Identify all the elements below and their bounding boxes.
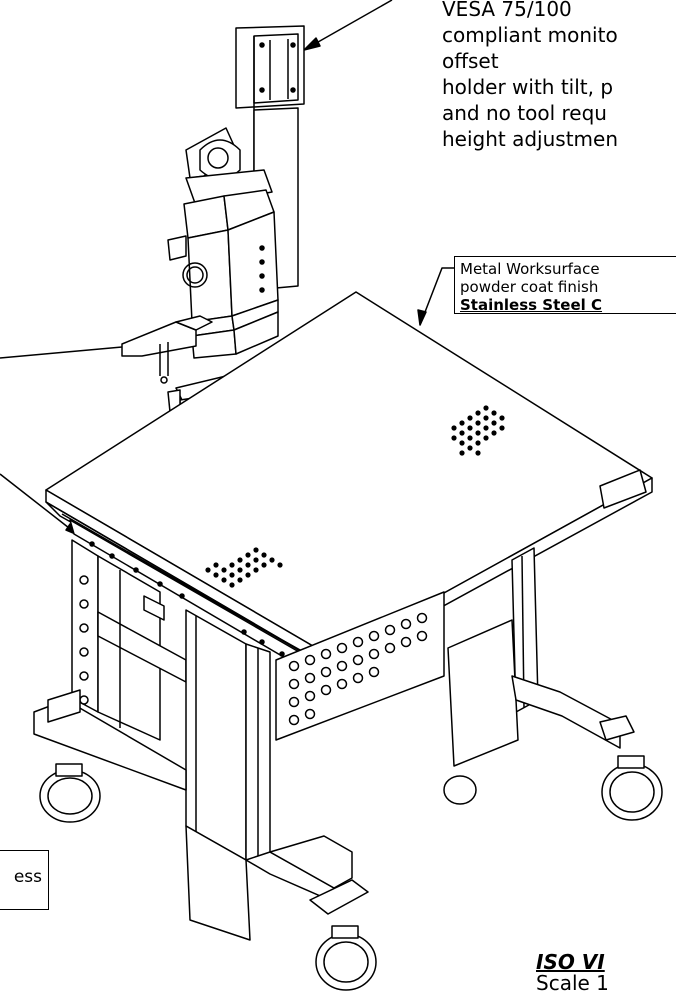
- worksurface: [45, 291, 653, 669]
- callout-worksurface-line-2: powder coat finish: [460, 278, 599, 296]
- leader-left-tray: [0, 346, 123, 359]
- caster-right: [601, 755, 663, 821]
- caster-rear: [443, 775, 477, 805]
- left-leg: [71, 539, 187, 741]
- tilt-bracket: [185, 127, 273, 207]
- modesty-panel: [275, 591, 445, 741]
- leader-monitor-arrow: [303, 37, 321, 51]
- callout-monitor-line-4: holder with tilt, p: [442, 75, 614, 99]
- callout-worksurface: Metal Worksurface powder coat finish Sta…: [454, 256, 676, 314]
- leader-left-edge: [0, 473, 79, 536]
- callout-monitor-line-5: and no tool requ: [442, 101, 607, 125]
- vent-grid-front: [205, 547, 283, 588]
- side-tray: [121, 315, 213, 384]
- caster-left: [39, 763, 101, 823]
- callout-left-text: ess: [13, 867, 42, 887]
- callout-worksurface-line-1: Metal Worksurface: [460, 260, 600, 278]
- view-title: ISO VI: [536, 950, 605, 974]
- front-leg: [185, 609, 271, 941]
- callout-monitor-line-3: offset: [442, 49, 499, 73]
- height-column: [167, 189, 279, 359]
- callout-monitor-line-2: compliant monito: [442, 23, 618, 47]
- callout-monitor-line-1: VESA 75/100: [442, 0, 572, 21]
- base-frame: [33, 675, 635, 915]
- vent-grid-rear: [451, 405, 505, 456]
- callout-left-box: ess: [0, 850, 49, 910]
- callout-monitor-holder: VESA 75/100 compliant monito offset hold…: [442, 0, 618, 152]
- callout-monitor-line-6: height adjustmen: [442, 127, 619, 151]
- caster-front: [315, 925, 377, 991]
- view-scale: Scale 1: [536, 971, 609, 995]
- leader-worksurface: [419, 267, 454, 326]
- callout-worksurface-line-3: Stainless Steel C: [460, 296, 603, 314]
- leader-worksurface-arrow: [417, 309, 427, 326]
